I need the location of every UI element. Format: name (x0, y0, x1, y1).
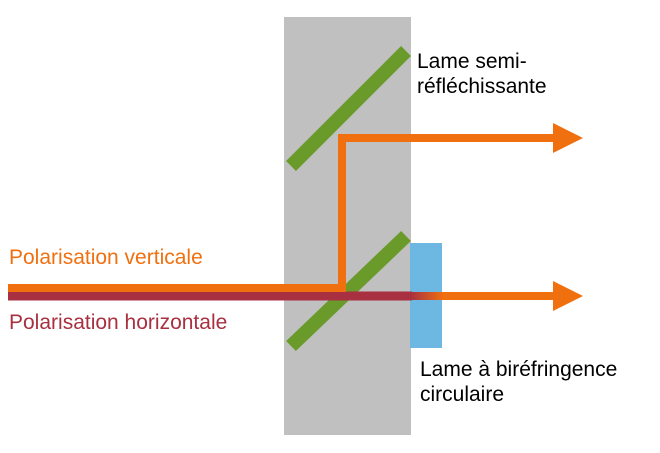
label-vertical-polarization: Polarisation verticale (9, 246, 203, 269)
label-horizontal-polarization: Polarisation horizontale (9, 311, 228, 334)
label-semi-reflecting-plate: Lame semi- réfléchissante (417, 49, 547, 99)
vertical-polarization-beam (8, 134, 556, 292)
arrowhead-upper (553, 123, 583, 153)
converted-beam-segment (410, 292, 444, 300)
label-line: réfléchissante (417, 75, 547, 98)
label-line: Lame à biréfringence (420, 358, 618, 381)
label-line: Lame semi- (417, 50, 527, 73)
label-line: circulaire (420, 383, 505, 406)
semi-reflecting-plate-upper (286, 46, 411, 171)
semi-reflecting-plate-lower (286, 230, 411, 352)
arrowhead-lower (553, 281, 583, 311)
label-birefringence-plate: Lame à biréfringence circulaire (420, 357, 617, 407)
optical-block (284, 17, 411, 435)
